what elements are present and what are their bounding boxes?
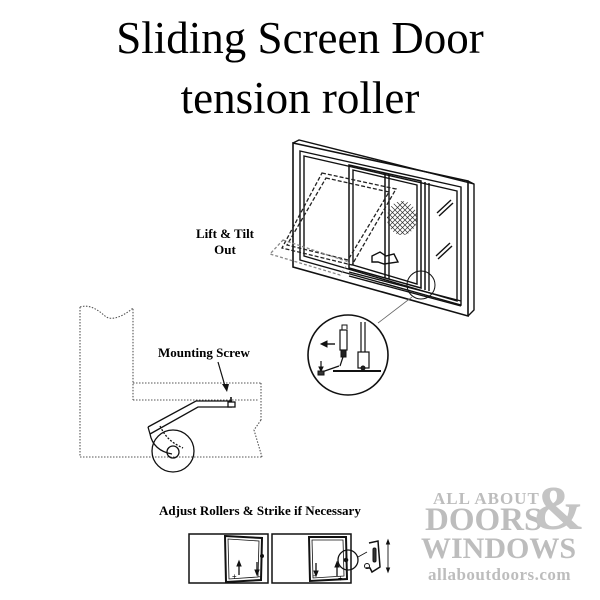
watermark-line1: ALL ABOUT (433, 489, 540, 508)
mounting-screw-label: Mounting Screw (158, 345, 250, 360)
minus-mark: - (258, 572, 261, 581)
lift-tilt-label-line1: Lift & Tilt (195, 226, 255, 241)
adjust-diagram-right (271, 533, 391, 584)
adjust-rollers-label: Adjust Rollers & Strike if Necessary (159, 503, 361, 518)
watermark-url: allaboutdoors.com (428, 565, 572, 584)
watermark-ampersand: & (533, 475, 585, 543)
detail-callout-circle (406, 270, 436, 300)
roller-assembly (147, 397, 236, 473)
roller-side-view (79, 305, 263, 458)
roller-detail-magnified (307, 314, 389, 396)
sliding-door-frame (292, 139, 475, 318)
watermark-line3: WINDOWS (421, 532, 577, 565)
watermark-line2: DOORS (425, 502, 543, 538)
callout-leader-line (377, 296, 413, 324)
tilted-screen-dashed (268, 172, 398, 276)
adjust-diagram-left (188, 533, 269, 584)
plus-mark: + (232, 572, 237, 581)
lift-tilt-label-line2: Out (214, 242, 236, 257)
mounting-screw-arrow (217, 361, 229, 392)
page-title-line1: Sliding Screen Door (116, 13, 484, 63)
lift-tilt-label: Lift & Tilt Out (182, 226, 268, 258)
minus-mark: - (313, 571, 316, 580)
plus-mark: + (338, 574, 343, 583)
page-title-line2: tension roller (180, 73, 420, 123)
